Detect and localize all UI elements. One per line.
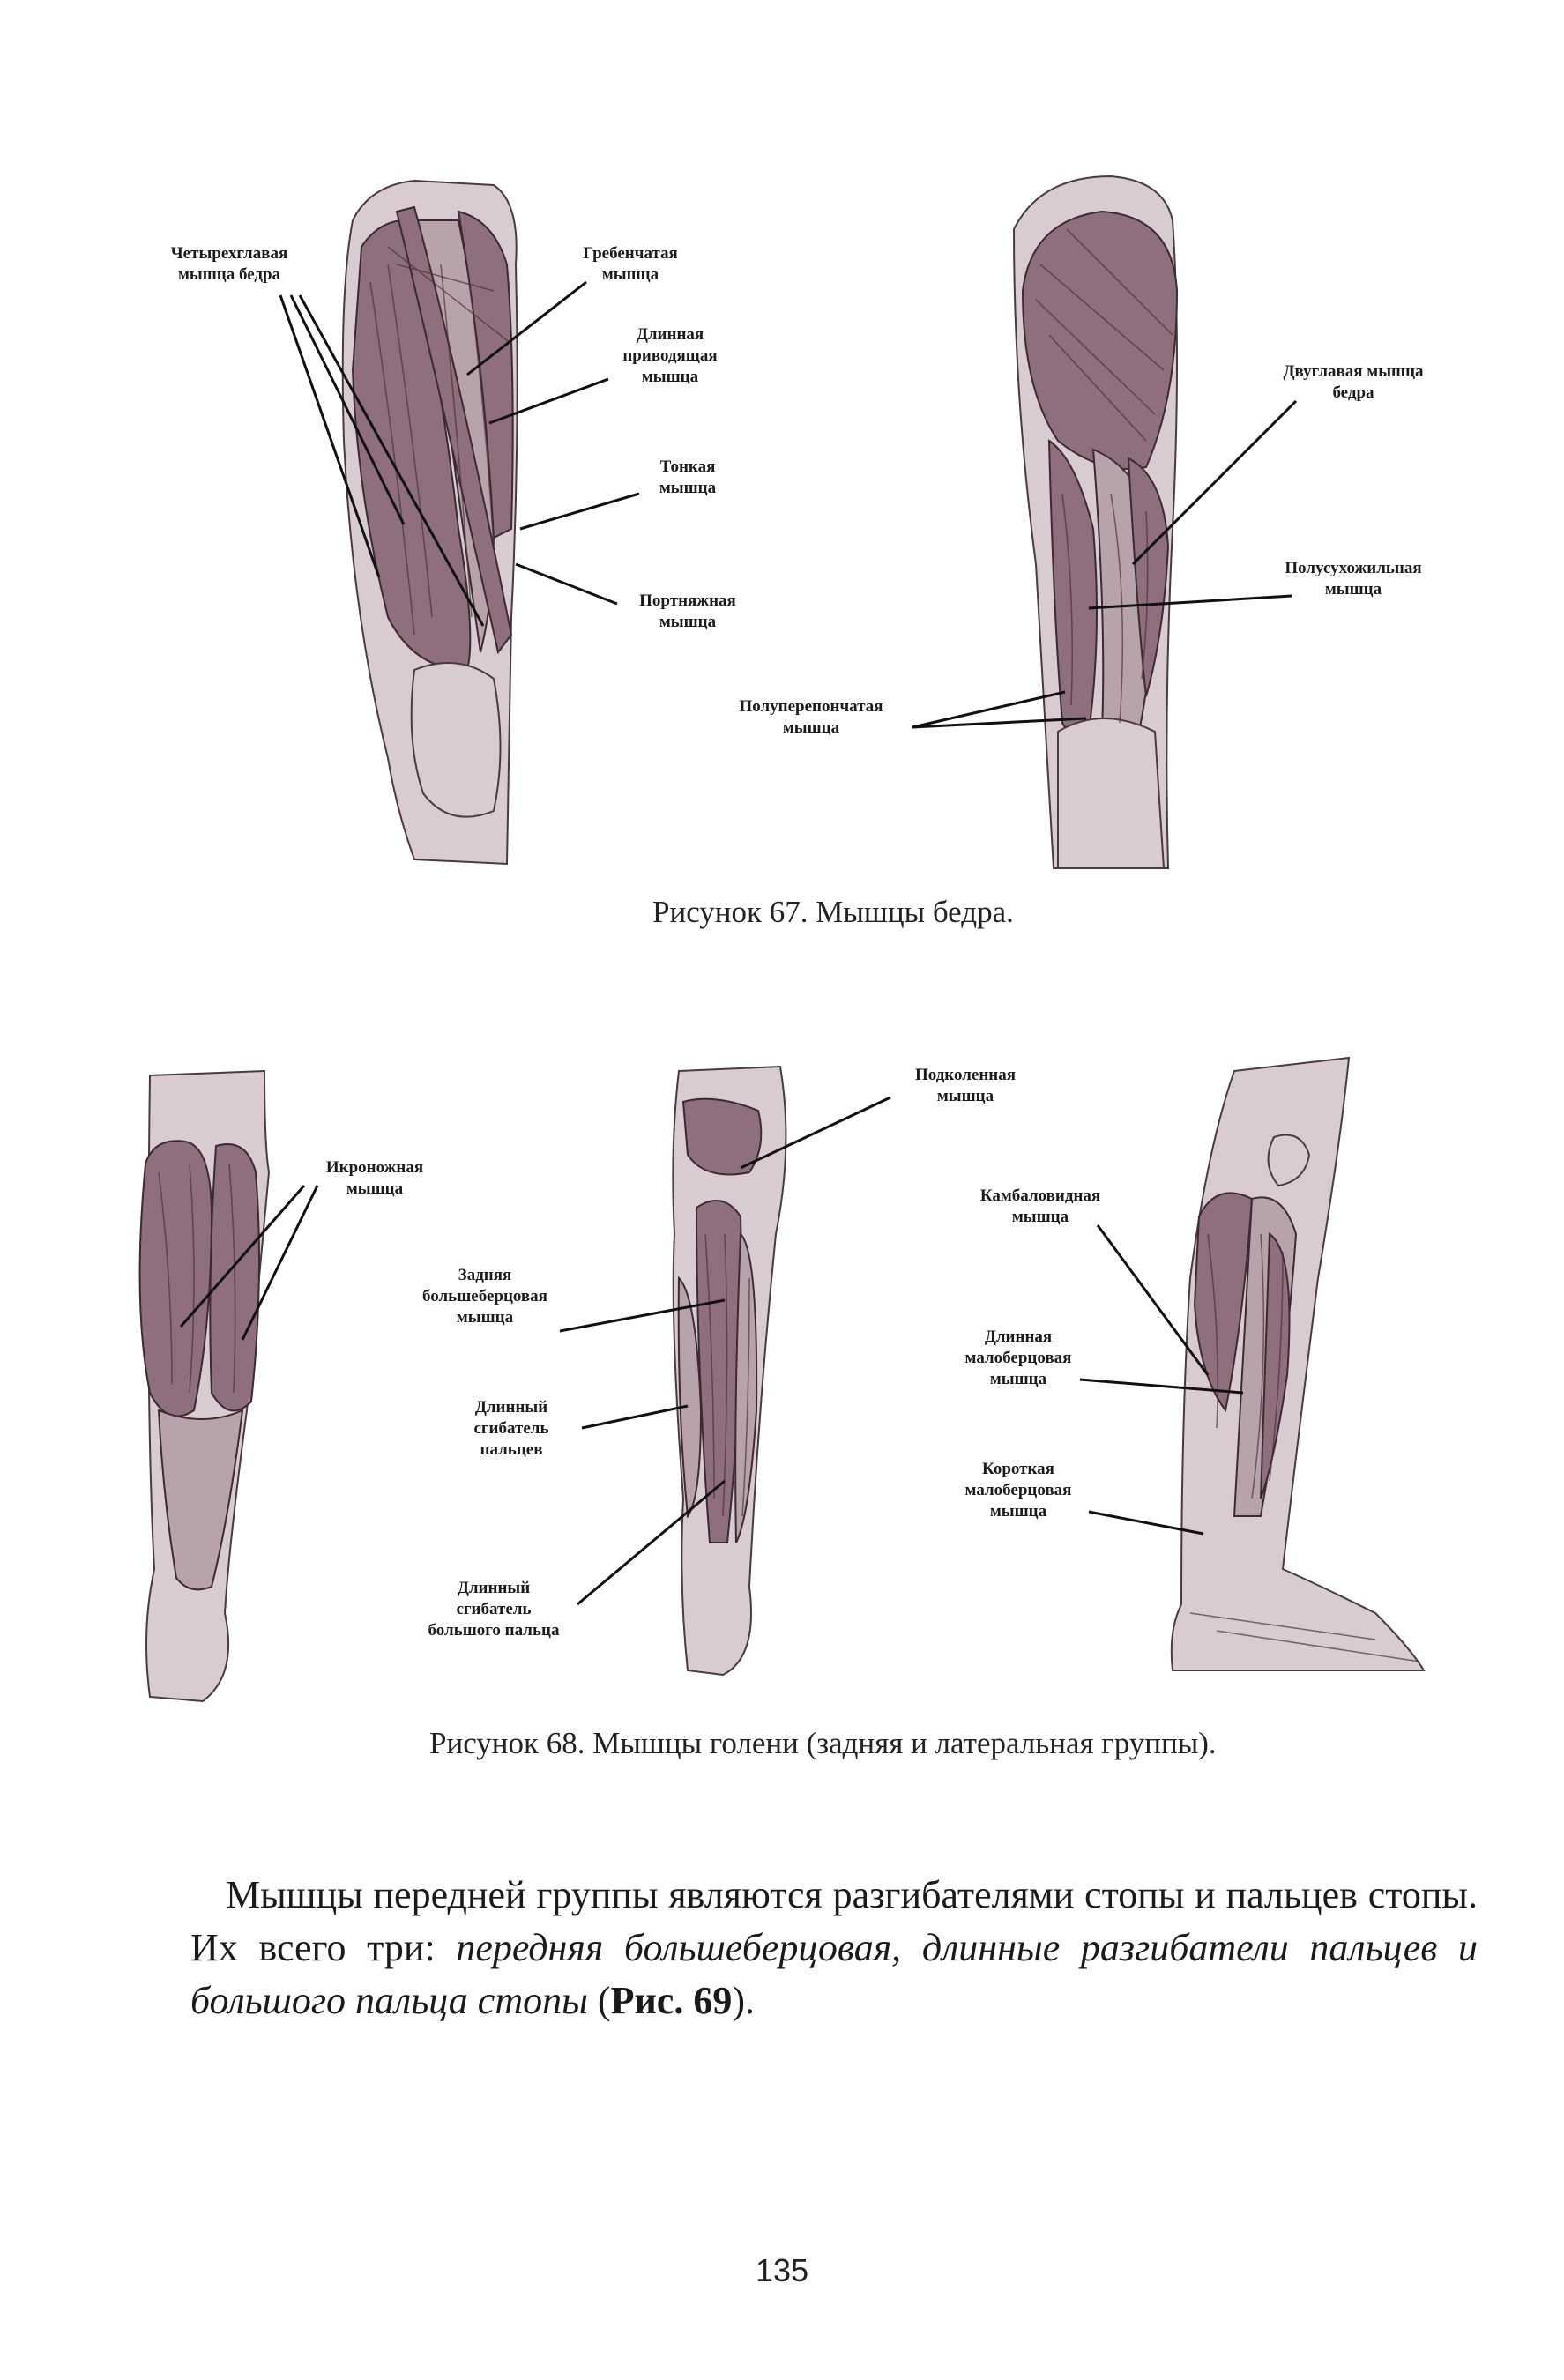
paragraph-italic-text: передняя большеберцовая, длинные разгиба… xyxy=(190,1926,1478,2022)
arrow-pectineus xyxy=(466,280,587,376)
figure-67-arrows xyxy=(279,280,1298,729)
arrow-gastrocnemius xyxy=(179,1185,319,1341)
arrow-semitendinosus xyxy=(1088,594,1292,610)
arrow-quadriceps xyxy=(279,294,485,627)
label-flexor-hallucis-longus: Длинный сгибатель большого пальца xyxy=(428,1579,560,1640)
arrow-soleus xyxy=(1096,1224,1210,1376)
label-flexor-digitorum-longus: Длинный сгибатель пальцев xyxy=(473,1398,549,1459)
paragraph-open-paren: ( xyxy=(587,1979,611,2022)
figure-68-arrows xyxy=(179,1096,1244,1606)
figure-67-caption: Рисунок 67. Мышцы бедра. xyxy=(652,895,1014,929)
label-peroneus-brevis: Короткая малоберцовая мышца xyxy=(964,1460,1072,1521)
page-number: 135 xyxy=(755,2252,809,2288)
lateral-leg-illustration xyxy=(1170,1056,1426,1671)
arrow-flexor-digitorum-longus xyxy=(581,1404,689,1430)
label-semimembranosus: Полуперепончатая мышца xyxy=(739,697,883,737)
label-tibialis-posterior: Задняя большеберцовая мышца xyxy=(422,1266,547,1327)
label-popliteus: Подколенная мышца xyxy=(914,1066,1017,1105)
body-paragraph: Мышцы передней группы являются разгибате… xyxy=(190,1869,1478,2027)
label-semitendinosus: Полусухожильная мышца xyxy=(1285,559,1422,599)
arrow-peroneus-longus xyxy=(1079,1378,1244,1395)
label-gastrocnemius: Икроножная мышца xyxy=(325,1158,424,1198)
label-adductor-longus: Длинная приводящая мышца xyxy=(622,325,718,386)
arrow-peroneus-brevis xyxy=(1088,1510,1204,1536)
label-quadriceps: Четырехглавая мышца бедра xyxy=(170,244,288,284)
arrow-adductor-longus xyxy=(488,377,609,425)
arrow-sartorius xyxy=(515,562,618,606)
posterior-calf-illustration xyxy=(138,1069,271,1703)
deep-posterior-leg-illustration xyxy=(672,1065,787,1677)
arrow-tibialis-posterior xyxy=(559,1298,726,1333)
paragraph-plain-text: Мышцы передней группы являются разгибате… xyxy=(190,1873,1478,1969)
anterior-thigh-illustration xyxy=(341,179,518,866)
arrow-popliteus xyxy=(740,1096,891,1170)
paragraph-close-paren: ). xyxy=(732,1979,755,2022)
label-soleus: Камбаловидная мышца xyxy=(979,1186,1101,1226)
figure-69-reference: Рис. 69 xyxy=(610,1979,733,2022)
arrow-gracilis xyxy=(519,492,640,531)
label-biceps-femoris: Двуглавая мышца бедра xyxy=(1283,362,1424,402)
label-sartorius: Портняжная мышца xyxy=(639,591,736,631)
arrow-semimembranosus xyxy=(912,690,1087,729)
label-peroneus-longus: Длинная малоберцовая мышца xyxy=(964,1328,1072,1388)
arrow-biceps-femoris xyxy=(1131,399,1298,566)
label-pectineus: Гребенчатая мышца xyxy=(583,244,678,284)
label-gracilis: Тонкая мышца xyxy=(659,457,717,497)
figure-68-caption: Рисунок 68. Мышцы голени (задняя и латер… xyxy=(429,1726,1217,1760)
arrow-flexor-hallucis-longus xyxy=(577,1479,726,1606)
